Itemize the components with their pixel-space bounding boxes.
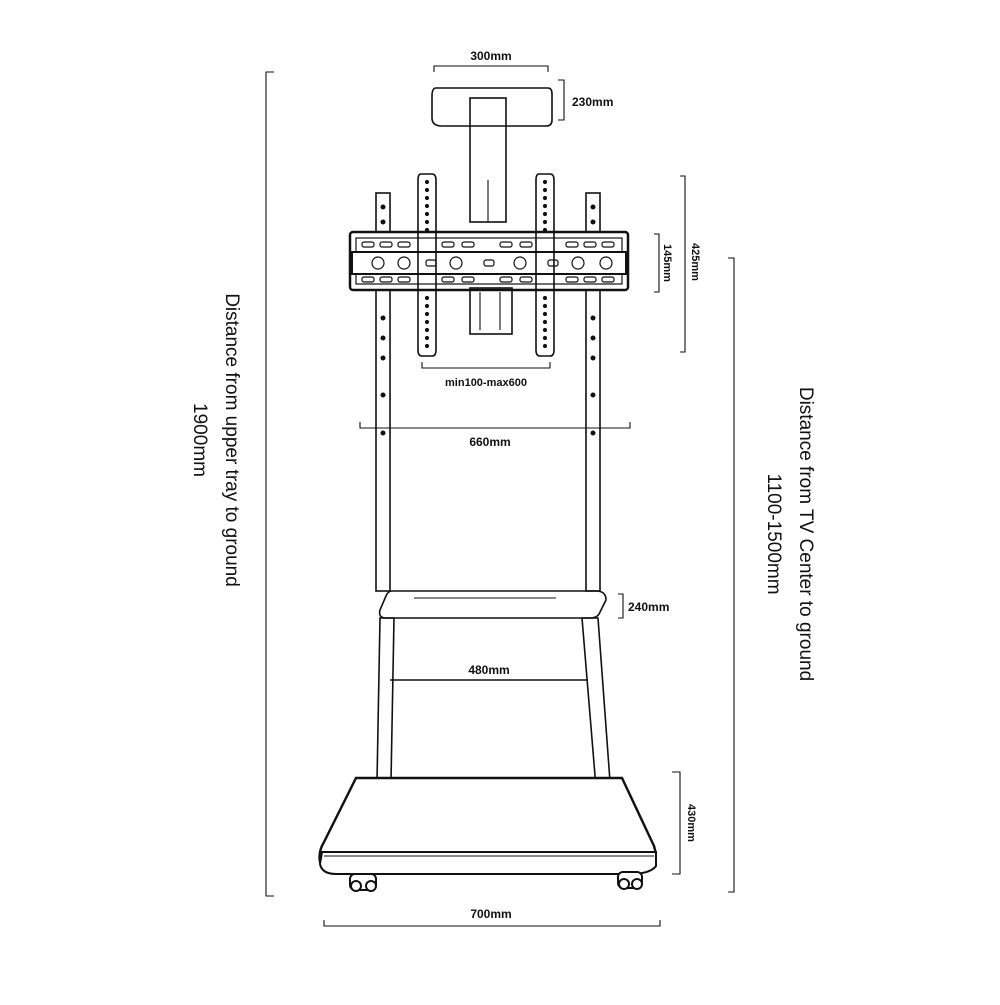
label-tray-width: 480mm [468, 663, 509, 677]
label-tray-depth: 240mm [628, 600, 669, 614]
dim-line-base-height [672, 771, 681, 875]
label-bracket-range: 425mm [689, 243, 701, 281]
right-note-line2: 1100-1500mm [763, 473, 784, 594]
base-plate [318, 776, 657, 875]
dim-line-bracket-range [680, 175, 686, 353]
dimension-lines [265, 65, 735, 927]
dimension-labels: 300mm 230mm 425mm 145mm min100-max600 66… [445, 49, 701, 921]
label-vesa-range: min100-max600 [445, 377, 527, 389]
label-column-span: 660mm [469, 435, 510, 449]
label-base-width: 700mm [470, 907, 511, 921]
column-holes [380, 204, 596, 436]
camera-tray-outline [431, 87, 553, 127]
dim-line-column-span [359, 422, 631, 429]
label-head-width: 300mm [470, 49, 511, 63]
center-slide [469, 287, 513, 335]
bracket-rail-holes [371, 256, 613, 270]
label-base-height: 430mm [685, 804, 697, 842]
caster-right [617, 871, 643, 890]
caster-left [349, 873, 377, 892]
camera-tray [431, 87, 553, 223]
mounting-bracket [348, 230, 630, 292]
left-note-line1: Distance from upper tray to ground [221, 293, 242, 587]
dim-line-head-width [433, 65, 549, 72]
dim-line-vesa [421, 362, 551, 369]
label-bracket-height: 145mm [661, 244, 673, 282]
dim-line-head-height [558, 79, 565, 121]
right-note-line1: Distance from TV Center to ground [795, 387, 816, 681]
label-head-height: 230mm [572, 95, 613, 109]
dim-line-base-width [323, 920, 661, 927]
left-note-line2: 1900mm [189, 403, 210, 477]
bracket-slots-bottom [361, 276, 615, 283]
right-note: Distance from TV Center to ground 1100-1… [763, 387, 816, 681]
vesa-arm-left [417, 173, 437, 357]
dim-line-tv-center [728, 257, 735, 893]
left-column [375, 192, 391, 592]
columns [375, 192, 601, 592]
bracket-slots-top [361, 241, 615, 248]
vesa-arm-right [535, 173, 555, 357]
left-note: Distance from upper tray to ground 1900m… [189, 293, 242, 587]
dim-line-tray-depth [618, 593, 624, 619]
dim-line-bracket-height [654, 233, 660, 293]
dim-line-total-height [265, 71, 274, 897]
